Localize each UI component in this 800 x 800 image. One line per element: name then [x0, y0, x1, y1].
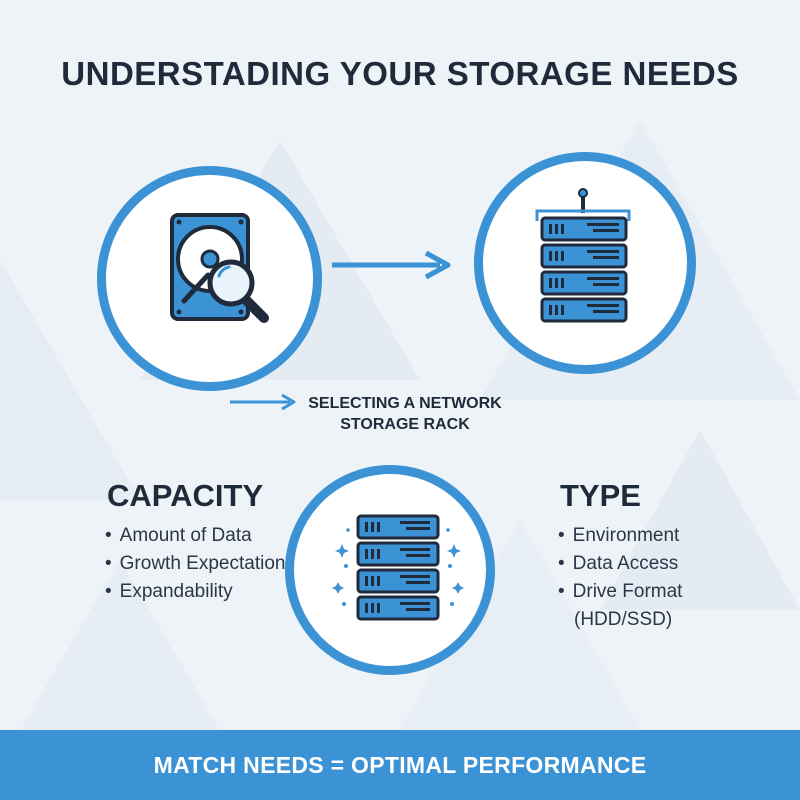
list-item: Growth Expectation: [105, 550, 286, 578]
capacity-heading: CAPACITY: [107, 478, 264, 513]
list-item: Data Access: [558, 550, 682, 578]
type-list: Environment Data Access Drive Format (HD…: [558, 522, 683, 634]
server-rack-circle: [474, 152, 696, 374]
right-arrow-icon: [332, 250, 451, 280]
caption-line-2: STORAGE RACK: [340, 416, 470, 433]
page-title: UNDERSTADING YOUR STORAGE NEEDS: [61, 55, 739, 92]
caption-arrow-icon: [230, 393, 296, 411]
server-rack-icon: [535, 188, 631, 323]
center-server-circle: [285, 465, 495, 675]
drive-format-note: (HDD/SSD): [574, 609, 673, 630]
type-heading: TYPE: [560, 478, 641, 513]
hard-drive-magnifier-icon: [170, 213, 269, 323]
sparkling-server-rack-icon: [332, 514, 464, 621]
footer-banner: MATCH NEEDS = OPTIMAL PERFORMANCE: [0, 730, 800, 800]
list-item: Drive Format: [558, 578, 683, 606]
caption-line-1: SELECTING A NETWORK: [308, 395, 502, 412]
hard-drive-circle: [97, 166, 322, 391]
list-item: Expandability: [105, 578, 285, 606]
list-item: Environment: [558, 522, 682, 550]
list-item: Amount of Data: [105, 522, 285, 550]
caption: SELECTING A NETWORK STORAGE RACK: [290, 393, 520, 435]
capacity-list: Amount of Data Growth Expectation Expand…: [105, 522, 286, 606]
